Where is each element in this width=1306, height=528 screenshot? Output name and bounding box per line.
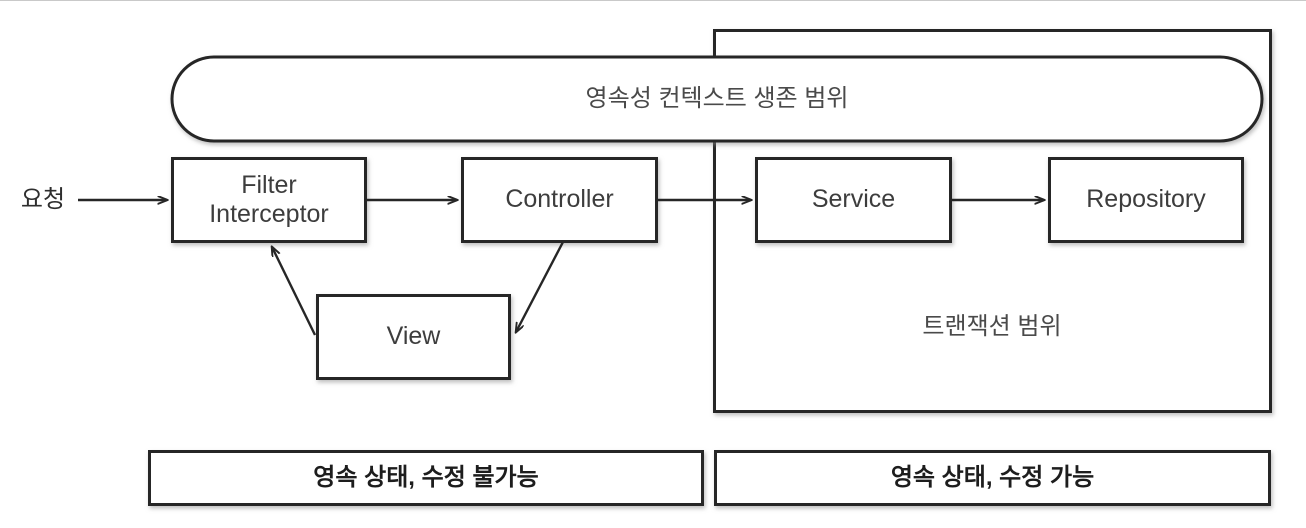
repository-box [1048,157,1244,243]
filter-interceptor-box [171,157,367,243]
controller-box [461,157,658,243]
arrow-view-to-filter [272,247,317,336]
view-box [316,294,511,380]
legend-left-box [148,450,704,506]
persistence-scope-stadium [170,55,1264,143]
service-box [755,157,952,243]
arrow-controller-to-view [516,241,565,332]
legend-right-box [714,450,1271,506]
